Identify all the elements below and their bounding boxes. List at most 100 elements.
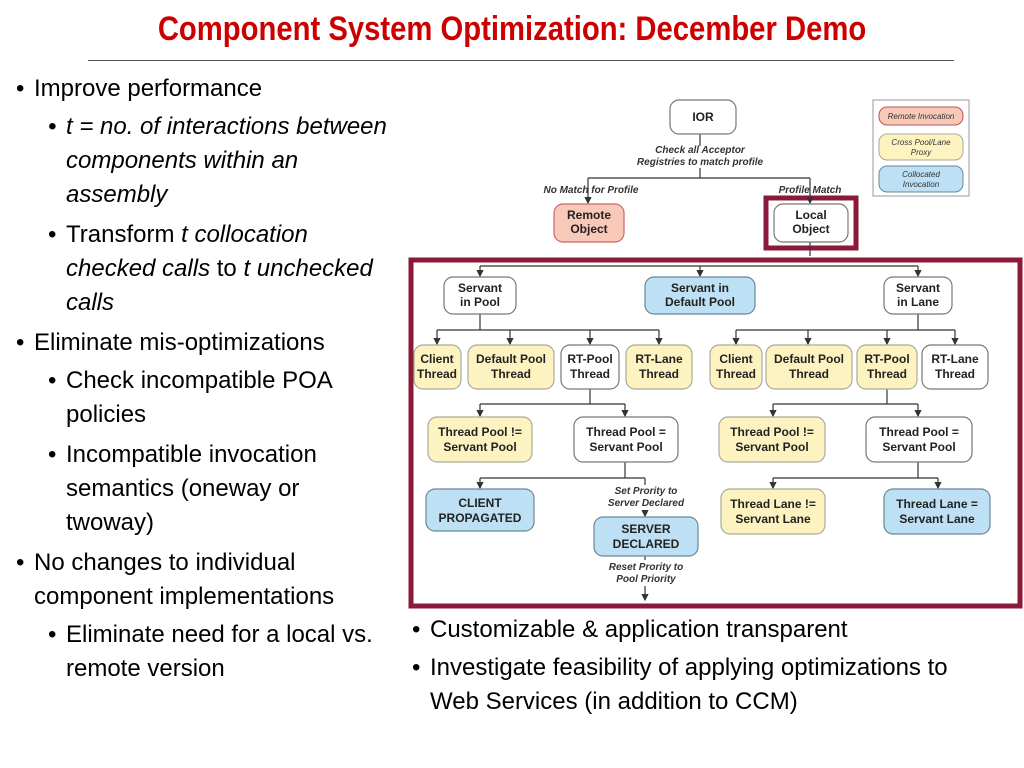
thread-pool-eq-node	[865, 416, 973, 463]
connectors	[433, 134, 959, 602]
rt-lane-thread-label: Thread	[639, 367, 679, 381]
thread-lane-eq-label: Servant Lane	[899, 512, 975, 526]
bullet-text: t	[66, 113, 73, 140]
slide-title: Component System Optimization: December …	[157, 10, 867, 48]
thread-pool-eq-label: Thread Pool =	[879, 425, 959, 439]
reset-priority-label: Reset Prority to	[609, 562, 683, 573]
rt-pool-thread-label: RT-Pool	[864, 352, 909, 366]
legend-remote-label: Remote Invocation	[888, 112, 955, 121]
left-bullet-list: Improve performance t = no. of interacti…	[14, 72, 389, 692]
reset-priority-label: Pool Priority	[616, 574, 676, 585]
rt-lane-thread-label: Thread	[935, 367, 975, 381]
thread-pool-ne-label: Servant Pool	[443, 440, 516, 454]
thread-lane-eq-node	[883, 488, 991, 535]
bullet-text: to	[210, 255, 244, 282]
remote-object-node	[553, 203, 625, 243]
legend-collocated	[878, 165, 964, 193]
default-pool-thread-node	[467, 344, 555, 390]
no-match-label: No Match for Profile	[543, 185, 638, 196]
client-thread-label: Client	[719, 352, 752, 366]
rt-pool-thread-label: Thread	[570, 367, 610, 381]
server-declared-label: DECLARED	[613, 537, 680, 551]
thread-pool-ne-label: Thread Pool !=	[730, 425, 814, 439]
rt-lane-thread-node	[625, 344, 693, 390]
servant-in-default-pool-node	[644, 276, 756, 315]
profile-match-label: Profile Match	[779, 185, 842, 196]
remote-object-label: Object	[570, 222, 607, 236]
servant-in-pool-label: Servant	[458, 281, 502, 295]
rt-pool-thread-label: Thread	[867, 367, 907, 381]
bullet-text: Transform	[66, 221, 182, 248]
local-object-node	[773, 203, 849, 243]
servant-in-lane-label: in Lane	[897, 295, 939, 309]
thread-pool-ne-node	[427, 416, 533, 463]
rt-lane-thread-label: RT-Lane	[931, 352, 979, 366]
servant-in-lane-label: Servant	[896, 281, 940, 295]
default-pool-thread-label: Thread	[789, 367, 829, 381]
thread-lane-ne-label: Thread Lane !=	[730, 497, 816, 511]
ior-label: IOR	[692, 110, 714, 124]
client-propagated-node	[425, 488, 535, 532]
servant-in-default-pool-label: Default Pool	[665, 295, 735, 309]
bullet-text: = no. of interactions between components…	[66, 113, 387, 208]
legend-proxy-label: Cross Pool/Lane	[891, 138, 951, 147]
rt-lane-thread-label: RT-Lane	[635, 352, 683, 366]
server-declared-node	[593, 516, 699, 557]
rt-lane-thread-node	[921, 344, 989, 390]
client-thread-node	[413, 344, 462, 390]
thread-pool-eq-label: Thread Pool =	[586, 425, 666, 439]
client-thread-label: Thread	[716, 367, 756, 381]
default-pool-thread-label: Default Pool	[476, 352, 546, 366]
legend-remote	[878, 106, 964, 126]
legend-proxy-label: Proxy	[911, 148, 932, 157]
bullet-customizable: Customizable & application transparent	[410, 613, 980, 647]
servant-in-lane-node	[883, 276, 953, 315]
collocation-frame	[408, 257, 1023, 609]
bullet-web-services: Investigate feasibility of applying opti…	[410, 651, 980, 719]
rt-pool-thread-node	[856, 344, 918, 390]
default-pool-thread-label: Thread	[491, 367, 531, 381]
local-object-label: Object	[792, 222, 829, 236]
check-registries-label: Registries to match profile	[637, 157, 764, 168]
local-object-label: Local	[795, 208, 826, 222]
client-thread-label: Thread	[417, 367, 457, 381]
check-registries-label: Check all Acceptor	[655, 145, 746, 156]
legend-collocated-label: Collocated	[902, 170, 940, 179]
client-propagated-label: CLIENT	[458, 496, 502, 510]
legend-collocated-label: Invocation	[903, 180, 940, 189]
thread-lane-ne-label: Servant Lane	[735, 512, 811, 526]
client-thread-label: Client	[420, 352, 453, 366]
bullet-improve-performance: Improve performance	[14, 72, 389, 106]
bottom-bullet-list: Customizable & application transparent I…	[410, 613, 980, 723]
thread-lane-eq-label: Thread Lane =	[896, 497, 978, 511]
thread-pool-ne-label: Thread Pool !=	[438, 425, 522, 439]
rt-pool-thread-label: RT-Pool	[567, 352, 612, 366]
servant-in-pool-label: in Pool	[460, 295, 500, 309]
bullet-eliminate-misopt: Eliminate mis-optimizations	[14, 326, 389, 360]
set-priority-label: Set Prority to	[615, 486, 678, 497]
thread-pool-eq-node	[573, 416, 679, 463]
server-declared-label: SERVER	[621, 522, 670, 536]
bullet-text: t collocation checked calls	[66, 221, 308, 282]
thread-pool-eq-label: Servant Pool	[589, 440, 662, 454]
default-pool-thread-label: Default Pool	[774, 352, 844, 366]
client-propagated-label: PROPAGATED	[439, 511, 522, 525]
bullet-text: t unchecked calls	[66, 255, 373, 316]
legend-proxy	[878, 133, 964, 161]
thread-pool-ne-label: Servant Pool	[735, 440, 808, 454]
bullet-invocation-semantics: Incompatible invocation semantics (onewa…	[14, 438, 389, 540]
servant-in-default-pool-label: Servant in	[671, 281, 729, 295]
set-priority-label: Server Declared	[608, 498, 685, 509]
bullet-check-poa: Check incompatible POA policies	[14, 364, 389, 432]
bullet-no-changes: No changes to individual component imple…	[14, 546, 389, 614]
bullet-local-remote: Eliminate need for a local vs. remote ve…	[14, 618, 389, 686]
title-divider	[88, 60, 954, 61]
ior-node	[669, 99, 737, 135]
servant-in-pool-node	[443, 276, 517, 315]
client-thread-node	[709, 344, 763, 390]
remote-object-label: Remote	[567, 208, 611, 222]
thread-pool-eq-label: Servant Pool	[882, 440, 955, 454]
rt-pool-thread-node	[560, 344, 620, 390]
thread-pool-ne-node	[718, 416, 826, 463]
